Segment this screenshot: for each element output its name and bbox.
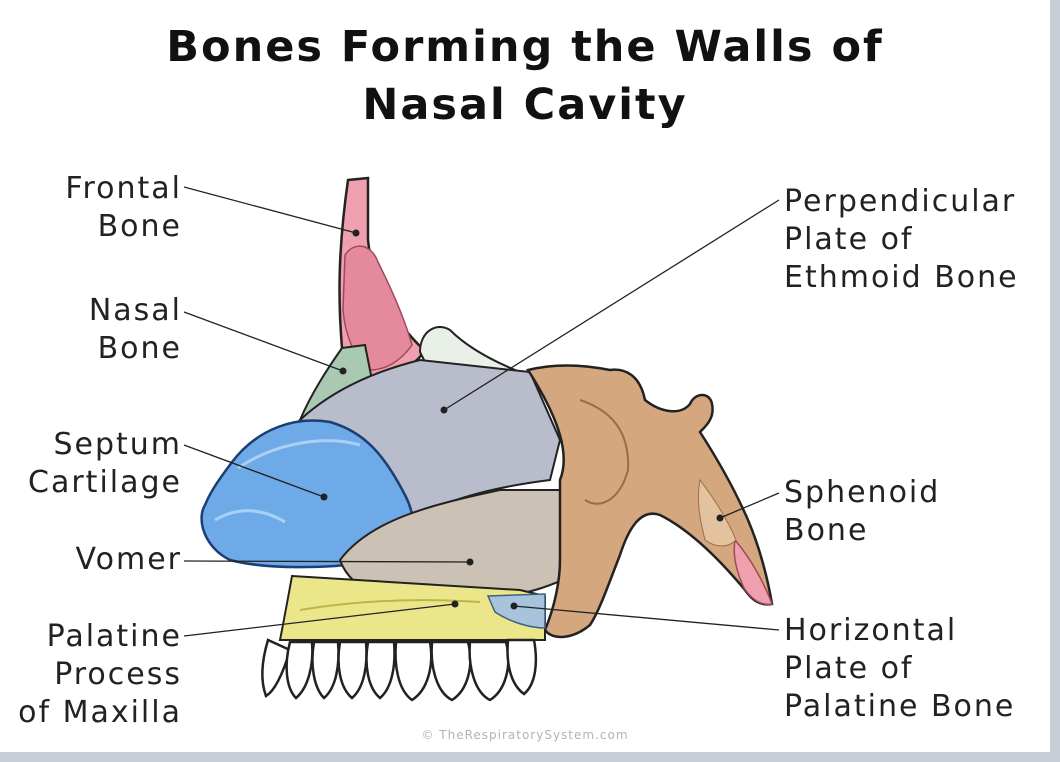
label-horizontal-line3: Palatine Bone [784, 689, 1016, 724]
label-nasal-bone: Nasal Bone [0, 292, 182, 368]
label-horizontal-line2: Plate of [784, 651, 914, 686]
label-septum-line2: Cartilage [28, 465, 182, 500]
label-septum-cartilage: Septum Cartilage [0, 426, 182, 502]
diagram-title-line2: Nasal Cavity [362, 80, 688, 130]
sphenoid-dotted [697, 478, 737, 547]
label-sphenoid-line1: Sphenoid [784, 475, 941, 510]
sphenoid-bone [526, 364, 774, 639]
leader-dots [320, 229, 724, 610]
label-frontal-line2: Bone [97, 209, 182, 244]
label-perpendicular-line3: Ethmoid Bone [784, 260, 1019, 295]
label-horizontal-line1: Horizontal [784, 613, 958, 648]
label-frontal-line1: Frontal [65, 171, 182, 206]
label-nasal-line1: Nasal [88, 293, 182, 328]
credit-text: © TheRespiratorySystem.com [421, 728, 629, 742]
label-vomer: Vomer [0, 541, 182, 579]
label-septum-line1: Septum [53, 427, 182, 462]
label-frontal-bone: Frontal Bone [0, 170, 182, 246]
label-perpendicular-plate: Perpendicular Plate of Ethmoid Bone [784, 183, 1019, 297]
teeth [261, 638, 538, 702]
leader-lines [183, 186, 780, 637]
label-palatine-process: Palatine Process of Maxilla [0, 618, 182, 732]
label-palatine-process-line3: of Maxilla [18, 695, 182, 730]
label-sphenoid-bone: Sphenoid Bone [784, 474, 940, 550]
label-sphenoid-line2: Bone [784, 513, 869, 548]
label-nasal-line2: Bone [97, 331, 182, 366]
label-palatine-process-line1: Palatine [46, 619, 182, 654]
sphenoid-pink [733, 538, 774, 606]
label-perpendicular-line2: Plate of [784, 222, 914, 257]
label-palatine-process-line2: Process [54, 657, 182, 692]
label-perpendicular-line1: Perpendicular [784, 184, 1017, 219]
label-horizontal-plate: Horizontal Plate of Palatine Bone [784, 612, 1015, 726]
nasal-cavity-illustration [183, 176, 780, 702]
label-vomer-line1: Vomer [75, 542, 182, 577]
diagram-title-line1: Bones Forming the Walls of [166, 22, 884, 72]
horizontal-plate-palatine [486, 593, 546, 629]
